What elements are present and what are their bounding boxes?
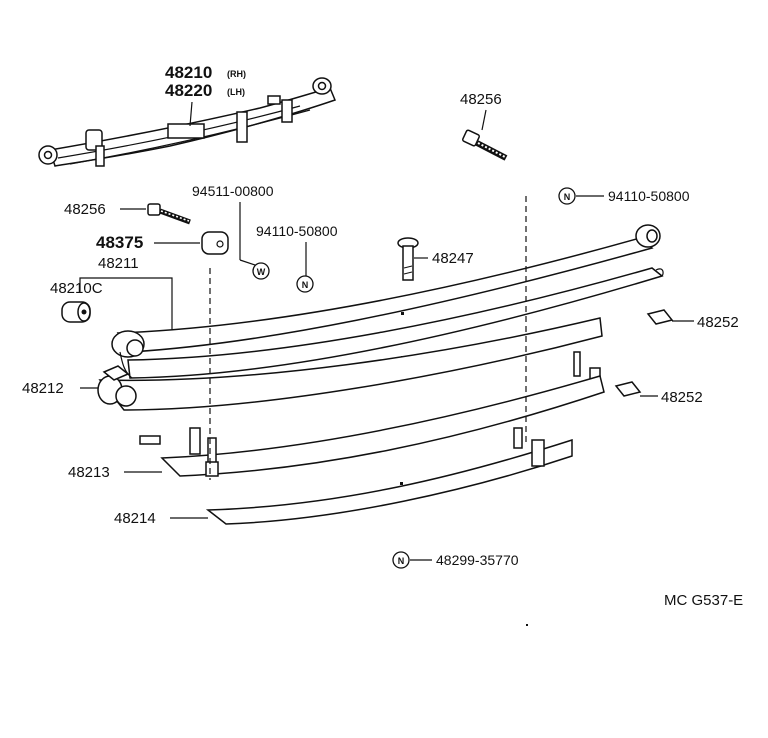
clip-icon bbox=[614, 381, 642, 397]
label-48220-lh: (LH) bbox=[227, 87, 245, 97]
label-48213: 48213 bbox=[68, 464, 110, 481]
n-circle-icon: N bbox=[392, 551, 410, 569]
leaf-spring-no3 bbox=[139, 375, 605, 477]
label-48247: 48247 bbox=[432, 250, 474, 267]
label-48256-top: 48256 bbox=[460, 91, 502, 108]
label-48299-35770: 48299-35770 bbox=[436, 552, 519, 568]
label-48256-left: 48256 bbox=[64, 201, 106, 218]
bumper-icon bbox=[201, 231, 229, 255]
w-circle-icon: W bbox=[252, 262, 270, 280]
label-94511-00800: 94511-00800 bbox=[192, 183, 274, 199]
center-bolt-icon bbox=[397, 237, 419, 281]
n-circle-icon: N bbox=[558, 187, 576, 205]
label-48210: 48210 bbox=[165, 63, 212, 82]
label-48212: 48212 bbox=[22, 380, 64, 397]
label-94110-50800-top: 94110-50800 bbox=[608, 188, 690, 204]
n-symbol: N bbox=[398, 556, 405, 566]
w-symbol: W bbox=[257, 267, 266, 277]
label-94110-50800-mid: 94110-50800 bbox=[256, 223, 338, 239]
label-48210-rh: (RH) bbox=[227, 69, 246, 79]
n-circle-icon: N bbox=[296, 275, 314, 293]
spring-assembly-drawing bbox=[38, 77, 337, 167]
label-48252-1: 48252 bbox=[697, 314, 739, 331]
diagram-reference-code: MC G537-E bbox=[664, 592, 743, 609]
label-48214: 48214 bbox=[114, 510, 156, 527]
n-symbol: N bbox=[564, 192, 571, 202]
n-symbol: N bbox=[302, 280, 309, 290]
leaf-spring-no4 bbox=[205, 427, 573, 525]
label-48211: 48211 bbox=[98, 255, 139, 272]
label-48375: 48375 bbox=[96, 233, 143, 252]
clip-icon bbox=[646, 309, 674, 325]
bushing-icon bbox=[61, 301, 91, 323]
bolt-icon bbox=[147, 203, 191, 225]
bolt-icon bbox=[462, 129, 508, 161]
label-48210c: 48210C bbox=[50, 280, 103, 297]
label-48220: 48220 bbox=[165, 81, 212, 100]
label-48252-2: 48252 bbox=[661, 389, 703, 406]
leaf-spring-no1 bbox=[111, 224, 664, 379]
